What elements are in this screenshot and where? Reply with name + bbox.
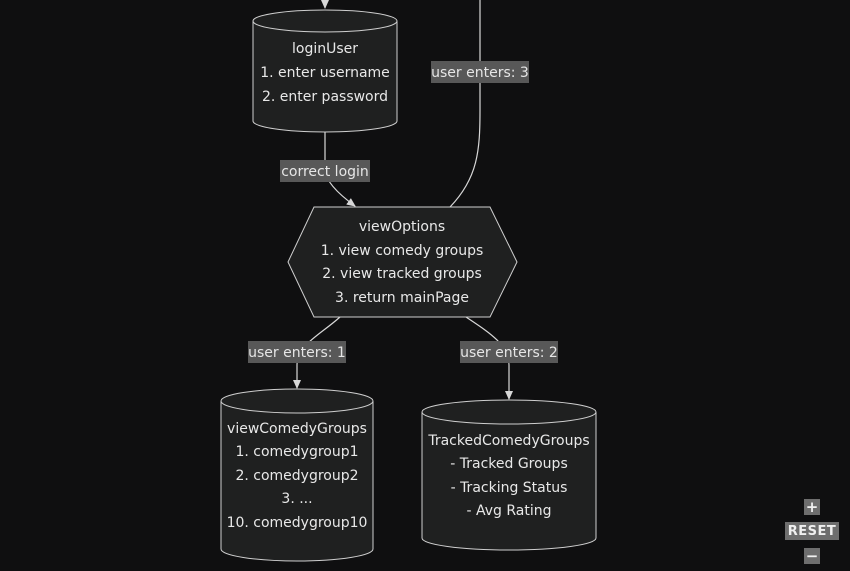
edge-label-text: user enters: 3 bbox=[431, 65, 529, 81]
node-viewoptions-line: 2. view tracked groups bbox=[322, 266, 482, 282]
edge-label-text: user enters: 2 bbox=[460, 345, 558, 361]
edge-label-correct-login: correct login bbox=[280, 160, 370, 182]
node-viewcomedygroups-line: 2. comedygroup2 bbox=[235, 468, 358, 484]
edge-label-user-enters-1: user enters: 1 bbox=[248, 341, 346, 363]
node-viewoptions-title: viewOptions bbox=[359, 219, 445, 235]
node-loginuser-line: 1. enter username bbox=[260, 65, 390, 81]
edge-label-text: user enters: 1 bbox=[248, 345, 346, 361]
edge-viewoptions-to-mainpage bbox=[449, 0, 481, 208]
reset-zoom-button[interactable]: RESET bbox=[785, 522, 839, 540]
node-viewoptions-line: 1. view comedy groups bbox=[321, 243, 484, 259]
node-trackedcomedygroups-line: - Tracked Groups bbox=[450, 456, 568, 472]
zoom-out-button[interactable]: − bbox=[804, 547, 820, 565]
edge-label-text: correct login bbox=[281, 164, 369, 180]
node-loginuser-title: loginUser bbox=[292, 41, 358, 57]
node-viewoptions-line: 3. return mainPage bbox=[335, 290, 469, 306]
node-loginuser: loginUser 1. enter username 2. enter pas… bbox=[252, 9, 398, 133]
node-trackedcomedygroups-title: TrackedComedyGroups bbox=[427, 433, 589, 449]
node-trackedcomedygroups: TrackedComedyGroups - Tracked Groups - T… bbox=[421, 399, 597, 551]
node-viewcomedygroups-line: 1. comedygroup1 bbox=[235, 444, 358, 460]
edge-label-user-enters-2: user enters: 2 bbox=[460, 341, 558, 363]
node-viewcomedygroups-title: viewComedyGroups bbox=[227, 421, 367, 437]
edge-label-user-enters-3: user enters: 3 bbox=[431, 61, 529, 83]
node-loginuser-line: 2. enter password bbox=[262, 89, 388, 105]
node-trackedcomedygroups-line: - Avg Rating bbox=[466, 503, 551, 519]
node-viewoptions: viewOptions 1. view comedy groups 2. vie… bbox=[287, 206, 518, 318]
node-trackedcomedygroups-line: - Tracking Status bbox=[451, 480, 568, 496]
node-viewcomedygroups-line: 10. comedygroup10 bbox=[227, 515, 368, 531]
node-viewcomedygroups-line: 3. ... bbox=[281, 491, 312, 507]
node-viewcomedygroups: viewComedyGroups 1. comedygroup1 2. come… bbox=[220, 388, 374, 562]
zoom-in-button[interactable]: + bbox=[804, 498, 820, 516]
